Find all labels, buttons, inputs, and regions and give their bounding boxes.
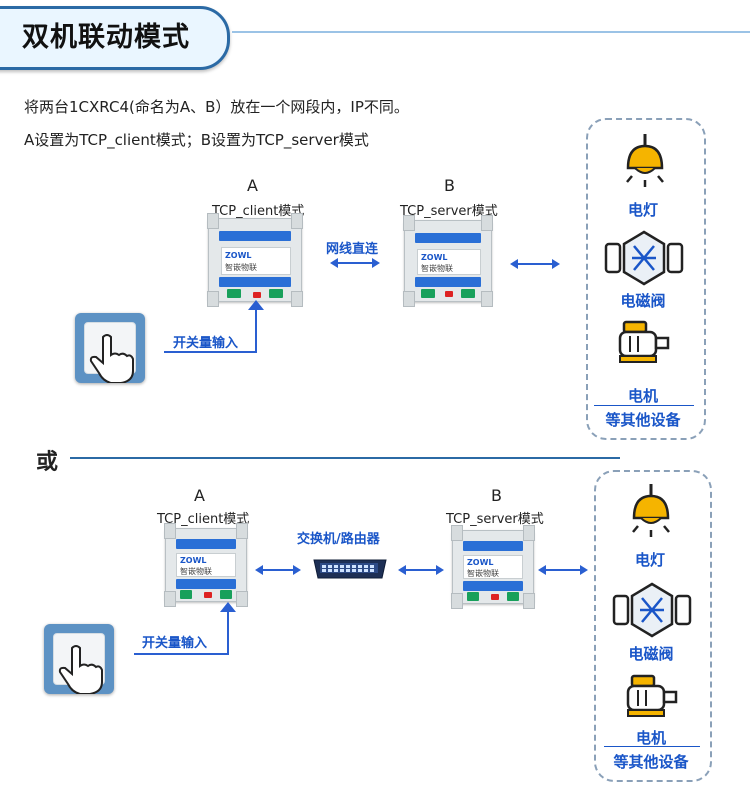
device-a-mode: TCP_client模式: [157, 512, 250, 527]
device-other-label: 等其他设备: [613, 753, 689, 771]
link-label-switch: 交换机/路由器: [297, 532, 380, 547]
controller-module-a: ZOWL 智嵌物联: [207, 213, 303, 307]
device-a-mode: TCP_client模式: [212, 204, 305, 219]
input-arrow: [134, 602, 236, 655]
bidirectional-arrow: [510, 259, 560, 269]
module-brand: 智嵌物联: [467, 569, 499, 578]
module-brand: 智嵌物联: [225, 263, 257, 272]
push-button-icon: [75, 313, 145, 383]
module-logo: ZOWL: [421, 253, 448, 262]
bidirectional-arrow: [255, 565, 301, 575]
motor-icon: [626, 674, 678, 717]
description-line-1: 将两台1CXRC4(命名为A、B）放在一个网段内，IP不同。: [24, 98, 409, 116]
device-valve-label: 电磁阀: [628, 645, 674, 663]
lamp-icon: [626, 134, 664, 187]
bidirectional-arrow: [398, 565, 444, 575]
module-logo: ZOWL: [225, 251, 252, 260]
input-arrow: [164, 304, 257, 353]
solenoid-valve-icon: [612, 582, 692, 638]
device-motor-label: 电机: [627, 387, 658, 405]
input-label: 开关量输入: [173, 336, 239, 351]
device-b-letter: B: [491, 486, 502, 505]
bidirectional-arrow: [330, 258, 380, 268]
page-title: 双机联动模式: [22, 22, 190, 53]
controller-module-a: ZOWL 智嵌物联: [164, 523, 248, 607]
module-brand: 智嵌物联: [180, 567, 212, 576]
device-motor-label: 电机: [635, 729, 666, 747]
device-b-mode: TCP_server模式: [446, 512, 544, 527]
device-b-mode: TCP_server模式: [400, 204, 498, 219]
link-label-direct: 网线直连: [326, 242, 379, 257]
device-valve-label: 电磁阀: [620, 292, 666, 310]
module-logo: ZOWL: [467, 558, 494, 567]
controller-module-b: ZOWL 智嵌物联: [403, 215, 493, 307]
push-button-icon: [44, 624, 114, 694]
title-badge: [0, 6, 230, 70]
device-a-letter: A: [247, 176, 258, 195]
device-lamp-label: 电灯: [634, 551, 665, 569]
or-label: 或: [36, 450, 59, 475]
module-brand: 智嵌物联: [421, 264, 453, 273]
solenoid-valve-icon: [604, 230, 684, 286]
or-divider: [70, 457, 620, 459]
device-divider: [594, 405, 694, 406]
device-a-letter: A: [194, 486, 205, 505]
module-logo: ZOWL: [180, 556, 207, 565]
input-label: 开关量输入: [142, 636, 208, 651]
controller-module-b: ZOWL 智嵌物联: [451, 525, 535, 609]
arrow-head: [248, 300, 264, 310]
bidirectional-arrow: [538, 565, 588, 575]
device-divider: [604, 746, 700, 747]
device-b-letter: B: [444, 176, 455, 195]
description-line-2: A设置为TCP_client模式；B设置为TCP_server模式: [24, 131, 369, 149]
title-divider: [232, 31, 750, 33]
device-lamp-label: 电灯: [627, 201, 658, 219]
network-switch-icon: [313, 559, 387, 579]
lamp-icon: [632, 484, 670, 537]
motor-icon: [618, 320, 670, 363]
device-other-label: 等其他设备: [605, 411, 681, 429]
